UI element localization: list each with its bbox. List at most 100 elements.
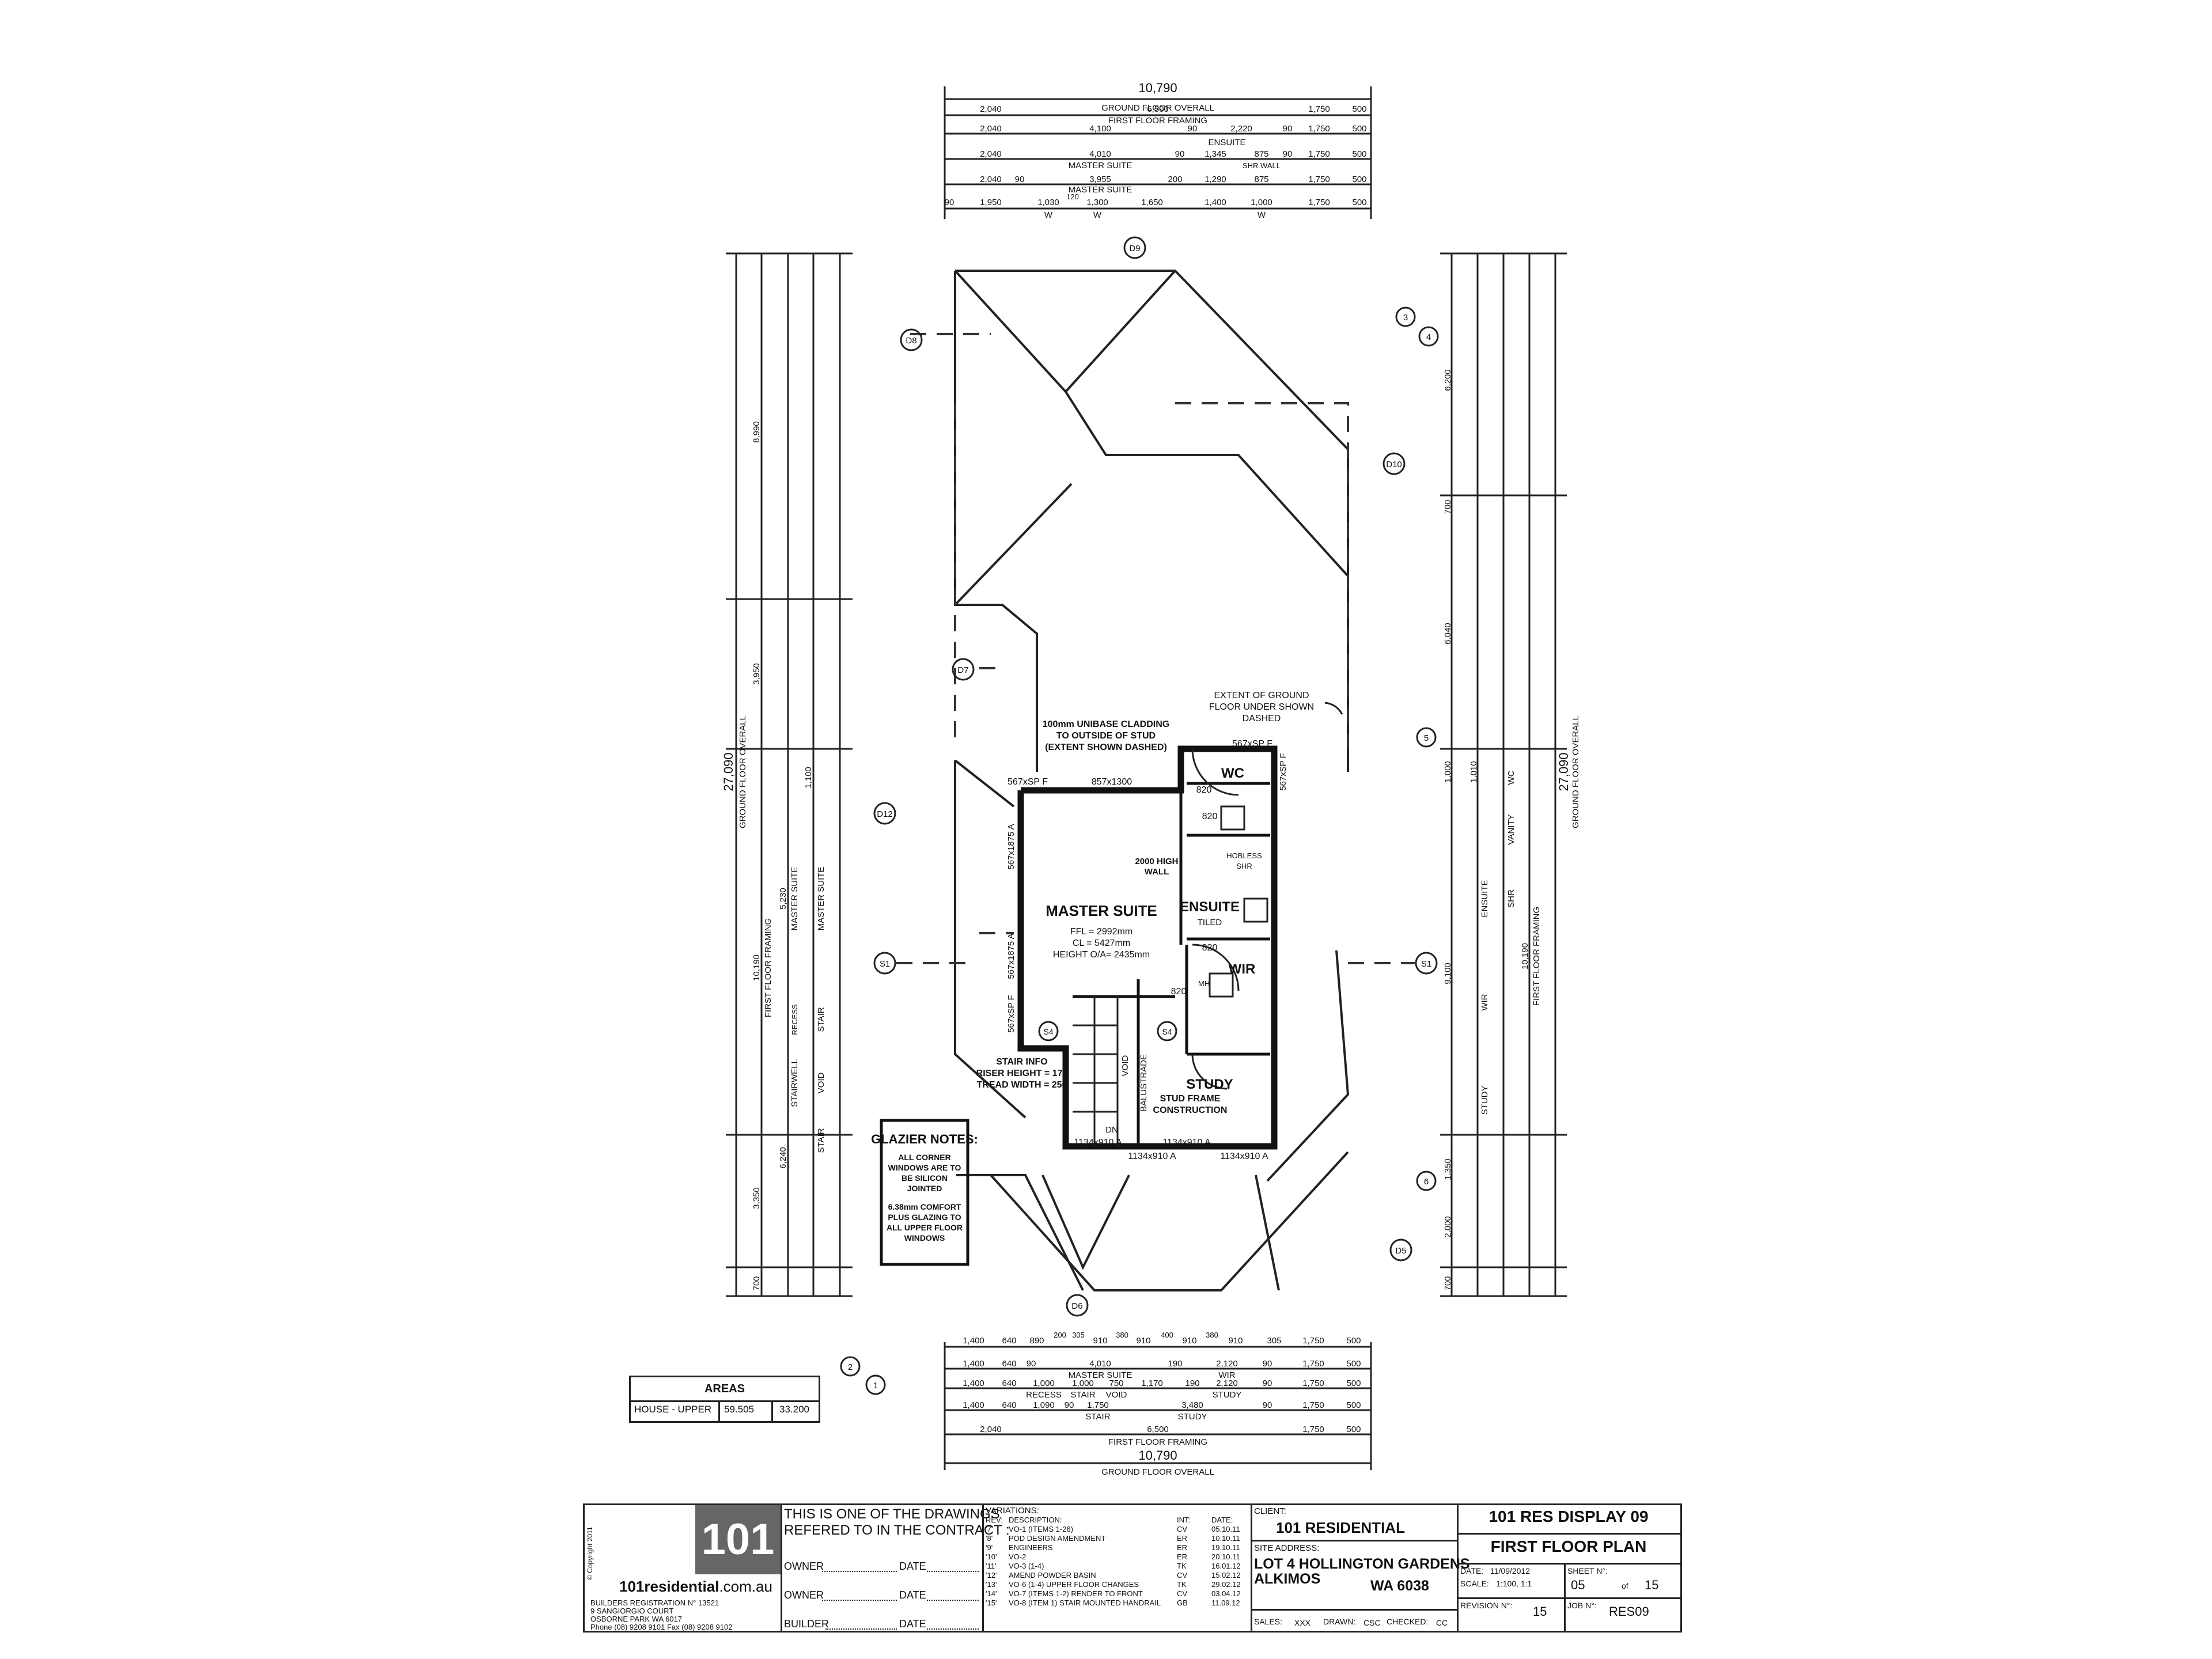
bottom-overall-label: GROUND FLOOR OVERALL: [1101, 1467, 1214, 1477]
bottom-row3-recess: RECESS: [1026, 1390, 1062, 1400]
bottom-row1-o: 500: [1346, 1336, 1361, 1346]
variation-init: ER: [1177, 1543, 1188, 1552]
bottom-row3-j: 1,750: [1302, 1378, 1324, 1388]
room-master-cl: CL = 5427mm: [1073, 938, 1130, 948]
top-row5-f: 1,650: [1141, 198, 1163, 207]
marker-4: 4: [1426, 332, 1431, 342]
left-label-stair-2: STAIR: [816, 1128, 826, 1153]
bottom-row4-a: 1,400: [963, 1400, 984, 1410]
left-label-master-1: MASTER SUITE: [790, 867, 800, 931]
bottom-row4-b: 640: [1002, 1400, 1016, 1410]
top-row4-a: 2,040: [980, 175, 1002, 184]
bottom-row5-a: 2,040: [980, 1425, 1002, 1434]
top-row3-h: 500: [1352, 149, 1366, 159]
top-row5-g: 1,400: [1205, 198, 1226, 207]
website: 101residential.com.au: [619, 1578, 772, 1596]
variation-date: 20.10.11: [1211, 1552, 1240, 1561]
marker-d7: D7: [957, 665, 968, 675]
var-head-rev: REV:: [986, 1516, 1003, 1524]
top-row5-d: 120: [1066, 192, 1079, 201]
left-overall: 27,090: [721, 752, 736, 791]
checked-value: CC: [1436, 1618, 1448, 1627]
door-label-3: 820: [1202, 943, 1218, 953]
label-hobless: HOBLESS: [1226, 851, 1262, 860]
variation-rev: '9': [986, 1543, 993, 1552]
left-dim-1: 8,990: [752, 421, 762, 443]
left-dim-4: 5,230: [778, 888, 788, 910]
date-label: DATE:: [1460, 1566, 1484, 1575]
contract-line-1: THIS IS ONE OF THE DRAWINGS: [784, 1506, 1000, 1522]
revision-value: 15: [1533, 1604, 1547, 1619]
right-dim-4: 1,000: [1443, 761, 1453, 783]
note-cladding-2: TO OUTSIDE OF STUD: [1056, 731, 1156, 741]
variations-table: VARIATIONS: REV: DESCRIPTION: INT: DATE:…: [986, 1506, 1248, 1608]
var-head-init: INT:: [1177, 1516, 1191, 1524]
variation-init: TK: [1177, 1562, 1187, 1570]
top-row5-w1: W: [1044, 210, 1053, 220]
right-dim-3: 6,040: [1443, 623, 1453, 645]
top-row2-f: 1,750: [1308, 124, 1330, 134]
top-row2-d: 2,220: [1230, 124, 1252, 134]
variation-init: TK: [1177, 1580, 1187, 1589]
marker-3: 3: [1403, 313, 1408, 323]
logo-block: 101: [695, 1505, 781, 1574]
sheet-label: SHEET N°:: [1567, 1566, 1608, 1575]
right-framing: 10,190: [1520, 943, 1530, 969]
note-extent-2: FLOOR UNDER SHOWN: [1209, 702, 1314, 712]
variations-header: REV: DESCRIPTION: INT: DATE:: [986, 1516, 1248, 1525]
sheet-total: 15: [1645, 1578, 1659, 1592]
top-row3-b: 4,010: [1089, 149, 1111, 159]
sales-label: SALES:: [1254, 1617, 1283, 1626]
variation-desc: ENGINEERS: [1009, 1543, 1053, 1552]
date-label-2: DATE: [899, 1589, 926, 1601]
top-row5-w2: W: [1093, 210, 1102, 220]
areas-row-value1: 59.505: [724, 1404, 754, 1415]
window-labels: 567xSP F 567xSP F 857x1300 567xSP F 567x…: [1006, 739, 1288, 1161]
right-label-wc: WC: [1506, 770, 1516, 785]
top-overall: 10,790: [1138, 81, 1177, 95]
bottom-overall: 10,790: [1138, 1448, 1177, 1463]
date-label-3: DATE: [899, 1618, 926, 1630]
top-row3-e: 875: [1254, 149, 1268, 159]
window-label-5: 567x1875 A: [1006, 824, 1016, 869]
client-name: 101 RESIDENTIAL: [1276, 1519, 1405, 1536]
top-row4-f: 875: [1254, 175, 1268, 184]
glazier-title: GLAZIER NOTES:: [871, 1132, 978, 1146]
top-row3-d: 1,345: [1205, 149, 1226, 159]
bottom-row4-d: 90: [1065, 1400, 1074, 1410]
top-row5-i: 1,750: [1308, 198, 1330, 207]
bottom-row4-i: 500: [1346, 1400, 1361, 1410]
drawn-value: CSC: [1363, 1618, 1381, 1627]
top-row2-c: 90: [1188, 124, 1198, 134]
top-row5-w3: W: [1257, 210, 1266, 220]
variation-init: ER: [1177, 1534, 1188, 1543]
variation-date: 11.09.12: [1211, 1599, 1240, 1607]
room-master-ffl: FFL = 2992mm: [1070, 927, 1132, 937]
bottom-row1-d: 200: [1054, 1331, 1066, 1339]
copyright: © Copyright 2011: [586, 1527, 594, 1580]
bottom-row3-g: 190: [1185, 1378, 1199, 1388]
window-label-6: 567x1875 A: [1006, 933, 1016, 979]
top-row4-h: 500: [1352, 175, 1366, 184]
variation-rev: '14': [986, 1589, 997, 1598]
variation-desc: VO-8 (ITEM 1) STAIR MOUNTED HANDRAIL: [1009, 1599, 1161, 1607]
variation-date: 29.02.12: [1211, 1580, 1241, 1589]
marker-d10: D10: [1386, 460, 1402, 469]
bottom-row4-e: 1,750: [1087, 1400, 1109, 1410]
variation-rev: '11': [986, 1562, 997, 1570]
job-value: RES09: [1609, 1604, 1649, 1619]
variation-init: GB: [1177, 1599, 1188, 1607]
bottom-row3-c: 1,000: [1033, 1378, 1055, 1388]
label-void: VOID: [1120, 1055, 1130, 1077]
site-address-3: WA 6038: [1370, 1578, 1429, 1594]
marker-s4-a: S4: [1043, 1027, 1053, 1036]
left-framing: 10,190: [752, 955, 762, 981]
top-row3-a: 2,040: [980, 149, 1002, 159]
sheet-number: 05: [1571, 1578, 1585, 1592]
top-row3-f: 90: [1283, 149, 1293, 159]
bottom-row1-m: 305: [1267, 1336, 1281, 1346]
areas-row-value2: 33.200: [779, 1404, 809, 1415]
room-ensuite: ENSUITE: [1180, 899, 1240, 915]
note-wall-2: WALL: [1145, 867, 1169, 877]
